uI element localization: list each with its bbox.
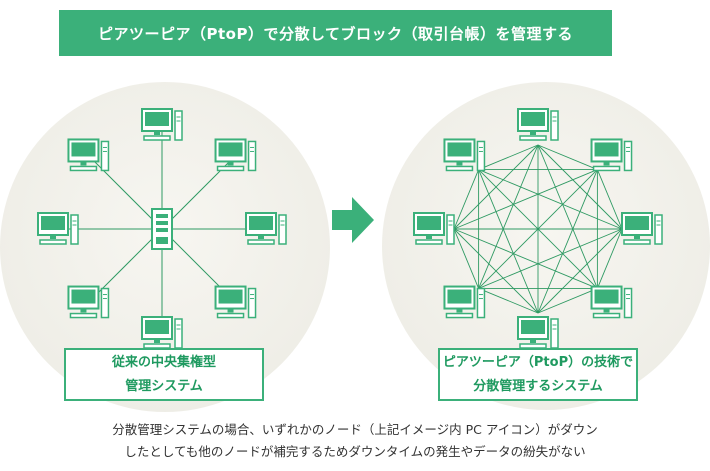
pc-icon (413, 212, 455, 245)
centralized-label-line1: 従来の中央集権型 (111, 354, 216, 370)
connection-line (478, 144, 539, 171)
server-icon (151, 208, 173, 250)
connection-line (596, 169, 623, 230)
pc-icon (214, 285, 257, 319)
connection-line (537, 287, 598, 314)
right-arrow-icon (332, 197, 374, 243)
caption-line1: 分散管理システムの場合、いずれかのノード（上記イメージ内 PC アイコン）がダウ… (112, 422, 598, 437)
page-title: ピアツーピア（PtoP）で分散してブロック（取引台帳）を管理する (97, 24, 574, 43)
connection-line (537, 144, 598, 171)
pc-icon (67, 285, 110, 319)
distributed-system-label: ピアツーピア（PtoP）の技術で 分散管理するシステム (438, 348, 638, 401)
connection-line (453, 228, 480, 289)
pc-icon (621, 212, 663, 245)
caption-line2: したとしても他のノードが補完するためダウンタイムの発生やデータの紛失がない (124, 444, 586, 459)
connection-line (478, 228, 623, 289)
pc-icon (141, 108, 183, 141)
connection-line (453, 169, 598, 230)
pc-icon (214, 138, 257, 172)
connection-line (537, 144, 598, 289)
pc-icon (37, 212, 79, 245)
centralized-label-line2: 管理システム (125, 378, 203, 394)
connection-line (478, 144, 539, 289)
connection-line (453, 228, 539, 314)
title-banner: ピアツーピア（PtoP）で分散してブロック（取引台帳）を管理する (59, 10, 612, 56)
pc-icon (443, 138, 486, 172)
connection-line (453, 228, 598, 289)
pc-icon (67, 138, 110, 172)
connection-line (478, 169, 598, 289)
pc-icon (517, 108, 559, 141)
mesh-connections (453, 144, 623, 314)
pc-icon (245, 212, 287, 245)
pc-icon (590, 138, 633, 172)
pc-icon (590, 285, 633, 319)
connection-line (478, 169, 623, 230)
connection-line (478, 169, 539, 314)
caption: 分散管理システムの場合、いずれかのノード（上記イメージ内 PC アイコン）がダウ… (0, 419, 710, 463)
connection-line (596, 228, 623, 289)
pc-icon (517, 316, 559, 349)
distributed-label-line2: 分散管理するシステム (473, 378, 603, 394)
pc-icon (443, 285, 486, 319)
connection-line (478, 287, 539, 314)
centralized-system-label: 従来の中央集権型 管理システム (64, 348, 264, 401)
connection-line (537, 169, 598, 314)
distributed-label-line1: ピアツーピア（PtoP）の技術で (442, 354, 634, 370)
connection-line (453, 169, 480, 230)
